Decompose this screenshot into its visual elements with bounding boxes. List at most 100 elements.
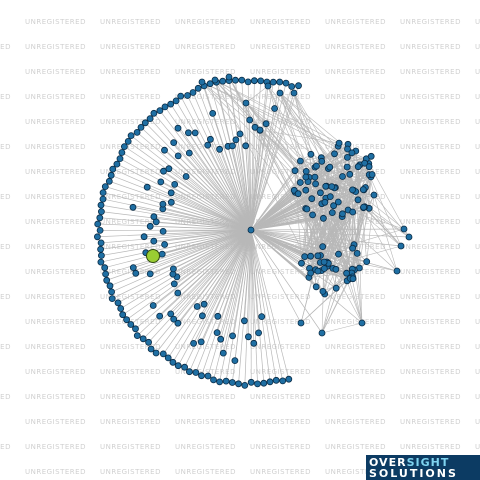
graph-edge	[130, 135, 252, 231]
graph-edge	[116, 163, 252, 231]
graph-node	[349, 208, 357, 216]
graph-node	[288, 83, 296, 90]
graph-node	[169, 358, 177, 366]
graph-node	[276, 89, 284, 97]
graph-edge	[250, 229, 284, 381]
graph-edge	[142, 229, 252, 340]
graph-node	[127, 132, 135, 140]
logo-text-over: OVER	[369, 456, 407, 469]
graph-node	[368, 171, 376, 178]
graph-edge	[250, 80, 255, 231]
graph-edge	[156, 221, 252, 231]
graph-node	[316, 189, 324, 197]
graph-node	[250, 77, 258, 85]
graph-node	[260, 379, 268, 387]
graph-node	[152, 349, 160, 357]
graph-node	[339, 173, 346, 180]
graph-edge	[185, 176, 252, 231]
graph-edge	[214, 79, 323, 204]
watermark-text: UNREGISTERED	[475, 193, 480, 201]
graph-node	[133, 332, 141, 340]
watermark-text: UNREGISTERED	[250, 43, 311, 51]
graph-node	[318, 329, 326, 337]
graph-edge	[150, 225, 252, 231]
watermark-text: UNREGISTERED	[325, 143, 386, 151]
graph-edge	[248, 229, 252, 337]
graph-edge	[177, 229, 252, 294]
graph-edge	[250, 80, 262, 231]
graph-node	[302, 186, 310, 194]
graph-edge	[207, 144, 252, 231]
graph-node	[116, 155, 124, 163]
watermark-text: UNREGISTERED	[400, 293, 461, 301]
graph-node	[167, 189, 175, 197]
graph-node	[161, 103, 169, 111]
watermark-text: UNREGISTERED	[475, 18, 480, 26]
graph-edge	[228, 76, 337, 270]
graph-edge	[228, 76, 252, 231]
graph-edge	[200, 229, 252, 343]
graph-node	[264, 82, 272, 90]
graph-node	[312, 283, 320, 291]
watermark-text: UNREGISTERED	[475, 418, 480, 426]
graph-node	[174, 289, 182, 297]
graph-node	[185, 368, 193, 376]
graph-node	[240, 317, 248, 325]
graph-node	[295, 82, 302, 90]
graph-node	[170, 139, 178, 147]
graph-edge	[219, 149, 252, 231]
graph-edge	[163, 170, 252, 231]
graph-node	[229, 142, 236, 150]
node-layer	[94, 73, 413, 389]
graph-edge	[159, 110, 252, 231]
graph-node	[170, 315, 178, 323]
graph-edge	[250, 129, 261, 231]
graph-node	[132, 269, 140, 277]
graph-node	[129, 264, 137, 272]
watermark-text: UNREGISTERED	[100, 393, 161, 401]
graph-node	[319, 243, 327, 251]
watermark-text: UNREGISTERED	[25, 443, 86, 451]
graph-edge	[324, 272, 347, 295]
graph-edge	[214, 79, 252, 231]
watermark-text: UNREGISTERED	[175, 368, 236, 376]
graph-node	[94, 233, 101, 241]
watermark-text: UNREGISTERED	[0, 93, 11, 101]
graph-node	[210, 376, 217, 384]
watermark-text: UNREGISTERED	[100, 118, 161, 126]
graph-node	[96, 226, 104, 234]
graph-edge	[250, 85, 269, 231]
graph-edge	[152, 229, 252, 257]
graph-node	[106, 282, 114, 290]
graph-node	[181, 363, 189, 371]
graph-node	[214, 312, 222, 320]
graph-node	[137, 124, 145, 131]
graph-edge	[222, 229, 252, 354]
graph-node	[216, 378, 224, 386]
graph-node	[255, 329, 263, 337]
graph-edge	[244, 229, 252, 386]
graph-edge	[359, 174, 373, 269]
graph-node	[216, 145, 224, 153]
graph-node	[319, 287, 327, 295]
watermark-text: UNREGISTERED	[25, 168, 86, 176]
graph-edge	[97, 229, 252, 238]
graph-node	[101, 183, 109, 191]
graph-node	[328, 209, 336, 217]
graph-node	[222, 377, 230, 385]
watermark-text: UNREGISTERED	[175, 268, 236, 276]
watermark-text: UNREGISTERED	[0, 43, 11, 51]
graph-node	[124, 137, 132, 145]
watermark-text: UNREGISTERED	[325, 368, 386, 376]
graph-node	[326, 163, 334, 171]
graph-node	[174, 362, 182, 370]
graph-edge	[145, 229, 252, 254]
watermark-text: UNREGISTERED	[250, 443, 311, 451]
graph-edge	[112, 168, 252, 231]
graph-node	[191, 129, 199, 137]
graph-node	[204, 372, 212, 380]
graph-edge	[314, 166, 410, 238]
watermark-text: UNREGISTERED	[175, 468, 236, 476]
graph-node	[254, 380, 261, 388]
graph-node	[330, 202, 338, 210]
